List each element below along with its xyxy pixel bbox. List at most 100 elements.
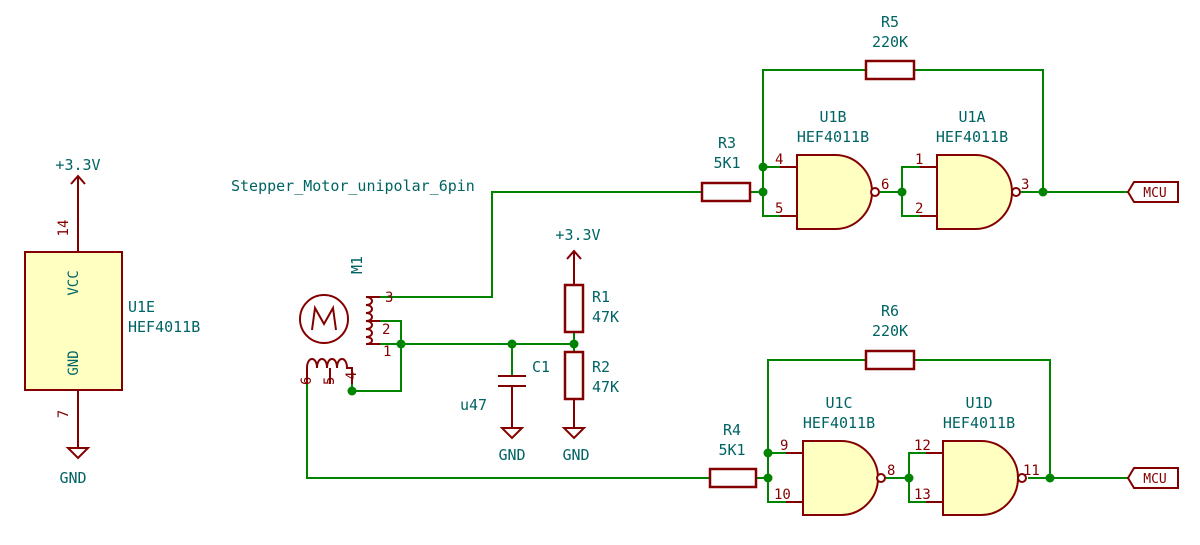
u1e-power-unit: +3.3V 14 VCC GND U1E HEF4011B 7 GND — [24, 156, 200, 487]
r4-value: 5K1 — [718, 441, 745, 459]
resistor-icon — [864, 349, 916, 371]
u1b-pin-in1: 4 — [775, 152, 783, 168]
coil-icon-lower — [306, 358, 353, 384]
nand-gate-icon — [936, 154, 1013, 230]
resistor-r3: R3 5K1 — [700, 134, 752, 203]
u1e-gnd-pin-name: GND — [66, 350, 82, 375]
resistor-icon — [864, 59, 916, 81]
gate-input-leads — [786, 452, 803, 503]
junction-dot — [758, 187, 768, 197]
u1a-value: HEF4011B — [936, 128, 1008, 146]
resistor-r4: R4 5K1 — [708, 421, 758, 489]
wire-r5-feedback — [762, 69, 1044, 193]
gnd-icon — [561, 399, 587, 440]
u1e-pin-gnd-number: 7 — [56, 410, 72, 418]
wire-m1-common — [379, 320, 575, 345]
r5-value: 220K — [872, 33, 908, 51]
mcu-bottom-label: MCU — [1143, 472, 1166, 487]
u1d-pin-in1: 12 — [914, 438, 931, 454]
resistor-r1: +3.3V R1 47K — [555, 226, 619, 334]
inversion-bubble — [1011, 187, 1021, 197]
u1a-reference: U1A — [958, 108, 985, 126]
u1c-value: HEF4011B — [803, 414, 875, 432]
junction-dot — [904, 473, 914, 483]
coil-leads — [366, 296, 380, 345]
inversion-bubble — [870, 187, 880, 197]
resistor-r5: R5 220K — [864, 13, 916, 81]
gate-input-leads — [920, 166, 937, 217]
gate-u1d: U1D HEF4011B 12 13 11 — [914, 394, 1040, 516]
nand-gate-icon — [942, 440, 1019, 516]
resistor-icon — [563, 283, 585, 334]
net-label: Stepper_Motor_unipolar_6pin — [231, 177, 475, 195]
m1-pin-label: 2 — [382, 322, 390, 338]
junction-dot — [763, 448, 773, 458]
r4-reference: R4 — [723, 421, 741, 439]
r6-value: 220K — [872, 322, 908, 340]
m1-pin-label: 5 — [322, 377, 338, 385]
resistor-icon — [563, 350, 585, 401]
inversion-bubble — [1017, 473, 1027, 483]
c1-value: u47 — [460, 396, 487, 414]
m1-pin-label: 3 — [385, 290, 393, 306]
r1-vcc-label: +3.3V — [555, 226, 600, 244]
junction-dot — [396, 339, 406, 349]
u1b-pin-in2: 5 — [775, 201, 783, 217]
u1d-value: HEF4011B — [943, 414, 1015, 432]
junction-dot — [507, 339, 517, 349]
u1c-pin-in2: 10 — [774, 487, 791, 503]
vcc-arrow-icon — [70, 174, 86, 252]
mcu-top-label: MCU — [1143, 186, 1166, 201]
gate-input-leads — [926, 452, 943, 503]
m1-pin-label: 4 — [344, 372, 360, 380]
u1b-value: HEF4011B — [797, 128, 869, 146]
junction-dot — [758, 162, 768, 172]
c1-reference: C1 — [532, 358, 550, 376]
r2-reference: R2 — [592, 358, 610, 376]
resistor-icon — [708, 467, 758, 489]
motor-m-glyph — [311, 304, 337, 331]
r1-reference: R1 — [592, 288, 610, 306]
u1a-pin-out: 3 — [1021, 177, 1029, 193]
capacitor-c1: C1 u47 GND — [460, 358, 550, 464]
junction-dot — [1038, 187, 1048, 197]
resistor-icon — [700, 181, 752, 203]
mcu-port-top: MCU — [1126, 181, 1179, 203]
u1a-pin-in2: 2 — [915, 201, 923, 217]
r6-reference: R6 — [881, 302, 899, 320]
resistor-r6: R6 220K — [864, 302, 916, 371]
u1c-reference: U1C — [825, 394, 852, 412]
u1e-reference: U1E — [128, 298, 155, 316]
r3-reference: R3 — [718, 134, 736, 152]
port-icon — [1126, 467, 1179, 489]
u1d-pin-in2: 13 — [914, 487, 931, 503]
r3-value: 5K1 — [713, 154, 740, 172]
mcu-port-bottom: MCU — [1126, 467, 1179, 489]
nand-gate-icon — [802, 440, 879, 516]
u1d-reference: U1D — [965, 394, 992, 412]
u1e-pin-vcc-number: 14 — [56, 220, 72, 237]
nand-gate-icon — [796, 154, 873, 230]
junction-dot — [569, 339, 579, 349]
wire-r6-feedback — [767, 359, 1051, 479]
port-icon — [1126, 181, 1179, 203]
gate-u1c: U1C HEF4011B 9 10 8 — [774, 394, 895, 516]
wire-m1-to-r3 — [379, 191, 701, 298]
u1e-vcc-symbol-label: +3.3V — [55, 156, 100, 174]
wire-m1-pin4 — [351, 343, 402, 392]
capacitor-icon — [498, 375, 526, 440]
resistor-r2: R2 47K GND — [561, 350, 619, 464]
c1-gnd-label: GND — [498, 446, 525, 464]
m1-pin-label: 6 — [299, 377, 315, 385]
u1e-vcc-pin-name: VCC — [66, 270, 82, 295]
junctions — [347, 162, 1055, 483]
gate-input-leads — [780, 166, 797, 217]
u1e-gnd-symbol-label: GND — [59, 469, 86, 487]
m1-pin-label: 1 — [383, 344, 391, 360]
gate-u1b: U1B HEF4011B 4 5 6 — [775, 108, 889, 230]
r2-value: 47K — [592, 378, 619, 396]
r1-value: 47K — [592, 308, 619, 326]
u1e-value: HEF4011B — [128, 318, 200, 336]
u1b-pin-out: 6 — [881, 177, 889, 193]
